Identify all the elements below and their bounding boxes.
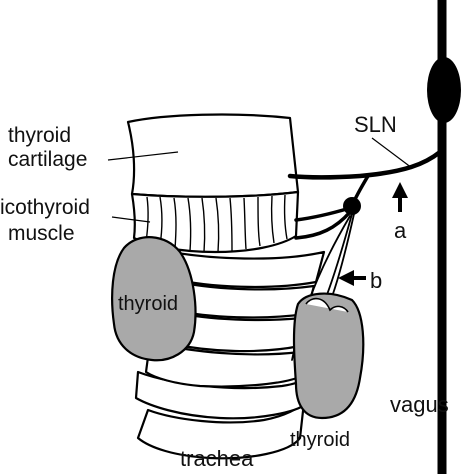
sln-branch-lower <box>294 210 352 240</box>
sln-main-trunk <box>287 149 443 180</box>
label-cricothyroid-line2: muscle <box>8 222 75 245</box>
label-cricothyroid-line1: icothyroid <box>0 196 90 219</box>
trachea-ring <box>144 340 308 388</box>
nerve-junction-node <box>343 197 361 215</box>
label-thyroid-right: thyroid <box>290 429 350 451</box>
thyroid-gland-right-notch <box>305 297 349 313</box>
label-sln: SLN <box>354 112 397 137</box>
label-arrow-b: b <box>370 268 382 293</box>
label-arrow-a: a <box>394 218 407 243</box>
trachea <box>134 248 326 460</box>
vagus-nerve <box>427 0 461 474</box>
label-vagus: vagus <box>390 392 449 417</box>
thyroid-gland-right <box>292 292 365 420</box>
leader-lines <box>107 137 413 223</box>
label-thyroid-cartilage-line1: thyroid <box>8 124 71 147</box>
cricothyroid-muscle <box>130 190 300 254</box>
trachea-ring <box>136 400 306 460</box>
arrow-a <box>392 182 408 212</box>
thyroid-cartilage <box>126 113 300 198</box>
thyroid-gland-left <box>111 236 197 362</box>
nodose-ganglion <box>427 57 461 123</box>
label-trachea: trachea <box>180 446 254 471</box>
label-thyroid-cartilage-line2: cartilage <box>8 148 87 171</box>
arrow-b <box>338 270 366 286</box>
label-thyroid-left: thyroid <box>118 293 178 315</box>
